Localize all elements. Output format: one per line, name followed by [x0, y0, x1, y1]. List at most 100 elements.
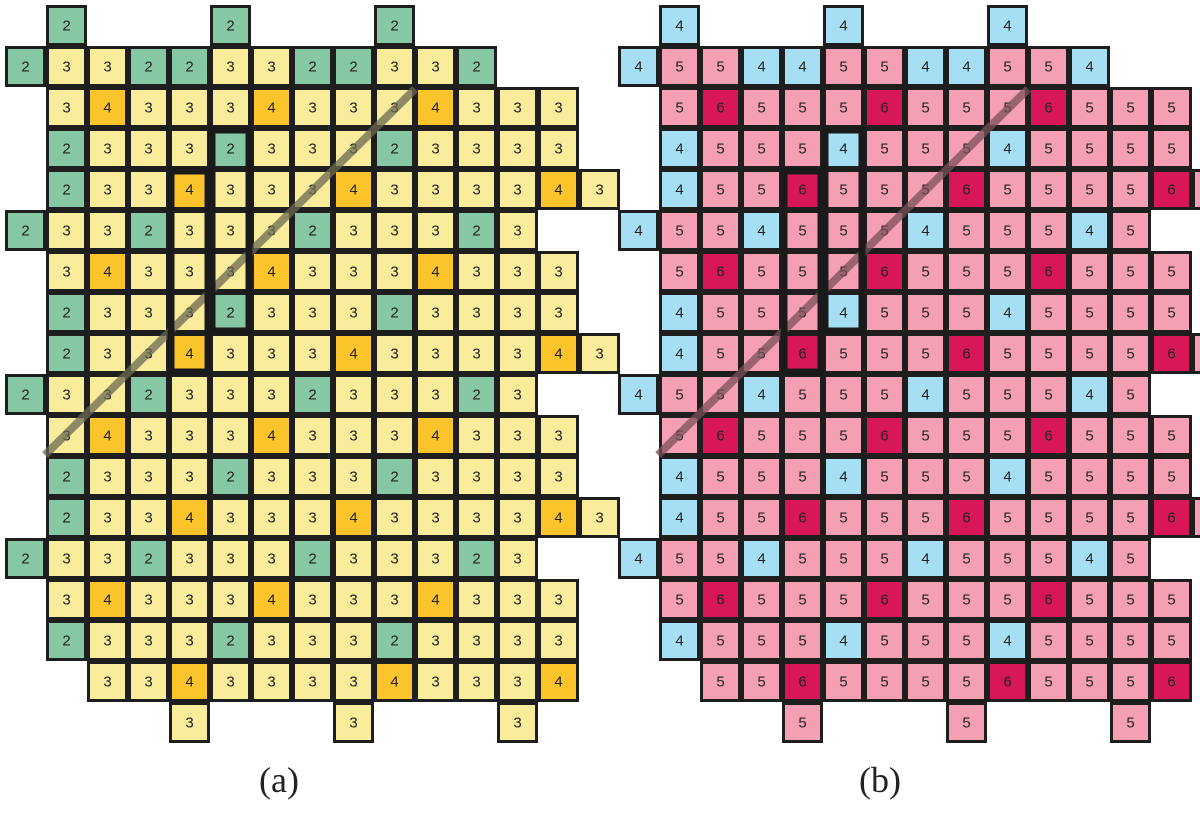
panel-a-cell: 3 [87, 128, 128, 169]
panel-b-cell-value: 4 [839, 141, 847, 158]
panel-a-cell-value: 3 [431, 674, 439, 691]
panel-b-cell: 5 [782, 538, 823, 579]
panel-a-cell-box [292, 87, 333, 128]
panel-a-cell-value: 3 [103, 510, 111, 527]
panel-a-cell-value: 3 [144, 428, 152, 445]
panel-a-cell-box [5, 46, 46, 87]
panel-a-cell: 4 [169, 497, 210, 538]
panel-a-cell: 3 [251, 620, 292, 661]
panel-b-cell-value: 5 [1085, 469, 1093, 486]
panel-b-cell: 4 [823, 456, 864, 497]
panel-b-cell: 4 [741, 374, 782, 415]
panel-b-cell-value: 5 [1167, 633, 1175, 650]
panel-b-cell-value: 5 [716, 674, 724, 691]
panel-a-cell-box [333, 374, 374, 415]
panel-a-cell: 3 [333, 661, 374, 702]
panel-b-cell-box [1192, 497, 1200, 538]
panel-b-cell-value: 5 [1167, 592, 1175, 609]
panel-b-cell-value: 5 [1085, 182, 1093, 199]
panel-a-cell-box [456, 579, 497, 620]
panel-a-cell-value: 2 [390, 305, 398, 322]
panel-a-cell-box [415, 251, 456, 292]
panel-a-cell-box [87, 538, 128, 579]
panel-a-cell-value: 3 [144, 633, 152, 650]
panel-a-cell-value: 3 [513, 551, 521, 568]
panel-b-cell-value: 5 [1044, 182, 1052, 199]
panel-a-cell-value: 4 [349, 182, 357, 199]
panel-b-cell-box [1151, 128, 1192, 169]
panel-b-cell: 4 [905, 538, 946, 579]
panel-a-cell-value: 3 [349, 469, 357, 486]
panel-a-cell-box [87, 661, 128, 702]
panel-a-cell-value: 3 [349, 264, 357, 281]
panel-a-cell: 3 [456, 579, 497, 620]
panel-b-cell-box [1110, 128, 1151, 169]
panel-a-cell-value: 4 [431, 592, 439, 609]
panel-b-cell: 5 [1028, 497, 1069, 538]
panel-b-cell-box [946, 661, 987, 702]
panel-a-cell-value: 3 [308, 469, 316, 486]
panel-a-cell-box [538, 333, 579, 374]
panel-b-cell: 5 [1028, 292, 1069, 333]
panel-a-cell: 3 [292, 251, 333, 292]
panel-a-cell-box [5, 374, 46, 415]
panel-b-cell: 5 [1110, 374, 1151, 415]
panel-b-cell: 5 [823, 538, 864, 579]
panel-a-cell-box [46, 579, 87, 620]
panel-a-cell-box [169, 456, 210, 497]
panel-b-cell: 4 [782, 46, 823, 87]
panel-b-cell-value: 4 [1003, 633, 1011, 650]
panel-b-cell: 4 [905, 46, 946, 87]
panel-b-cell-box [1028, 579, 1069, 620]
panel-a-cell-box [374, 210, 415, 251]
panel-b-cell: 5 [864, 497, 905, 538]
panel-b-cell-box [1151, 456, 1192, 497]
panel-a-cell-box [169, 620, 210, 661]
panel-a-cell-box [456, 87, 497, 128]
panel-a-cell-box [210, 456, 251, 497]
panel-a-cell: 3 [456, 251, 497, 292]
panel-a-cell-box [497, 456, 538, 497]
panel-a-cell: 3 [538, 415, 579, 456]
panel-b-cell-value: 5 [1126, 469, 1134, 486]
panel-b-cell: 5 [987, 210, 1028, 251]
panel-a-cell: 3 [292, 292, 333, 333]
panel-b-cell: 5 [905, 661, 946, 702]
panel-b-cell: 6 [782, 661, 823, 702]
panel-b-cell-value: 5 [1126, 100, 1134, 117]
panel-b-cell: 5 [823, 333, 864, 374]
panel-b-cell-box [1151, 169, 1192, 210]
panel-b-cell-value: 4 [962, 59, 970, 76]
panel-b-cell: 5 [864, 292, 905, 333]
panel-a-cell-value: 3 [144, 674, 152, 691]
panel-a-cell-value: 3 [62, 387, 70, 404]
panel-a-cell-box [497, 333, 538, 374]
panel-a-cell-value: 3 [472, 633, 480, 650]
panel-a-cell-value: 3 [349, 633, 357, 650]
panel-b-cell: 6 [1151, 169, 1192, 210]
panel-b-cell: 5 [741, 128, 782, 169]
panel-b-cell: 5 [1028, 210, 1069, 251]
panel-a-cell-value: 2 [390, 18, 398, 35]
panel-a-cell: 2 [128, 538, 169, 579]
panel-a-cell: 3 [497, 497, 538, 538]
panel-a-cell: 2 [169, 46, 210, 87]
panel-b-cell-box [946, 251, 987, 292]
panel-a-cell-value: 2 [144, 551, 152, 568]
panel-b-cell: 6 [782, 497, 823, 538]
panel-b-cell-value: 5 [1126, 387, 1134, 404]
panel-a-cell: 3 [87, 333, 128, 374]
panel-a-cell: 4 [538, 661, 579, 702]
panel-b-cell: 5 [1110, 579, 1151, 620]
panel-a-cell-value: 3 [226, 346, 234, 363]
panel-b-cell-box [659, 456, 700, 497]
panel-b-cell-value: 5 [716, 551, 724, 568]
panel-a-cell-value: 3 [308, 100, 316, 117]
panel-a-cell-value: 2 [21, 387, 29, 404]
panel-b-cell: 5 [987, 333, 1028, 374]
panel-b-cell: 5 [1110, 620, 1151, 661]
panel-b-cell-box [823, 497, 864, 538]
panel-a-cell-box [538, 415, 579, 456]
panel-b-cell-value: 5 [1044, 551, 1052, 568]
panel-a-cell: 4 [87, 415, 128, 456]
